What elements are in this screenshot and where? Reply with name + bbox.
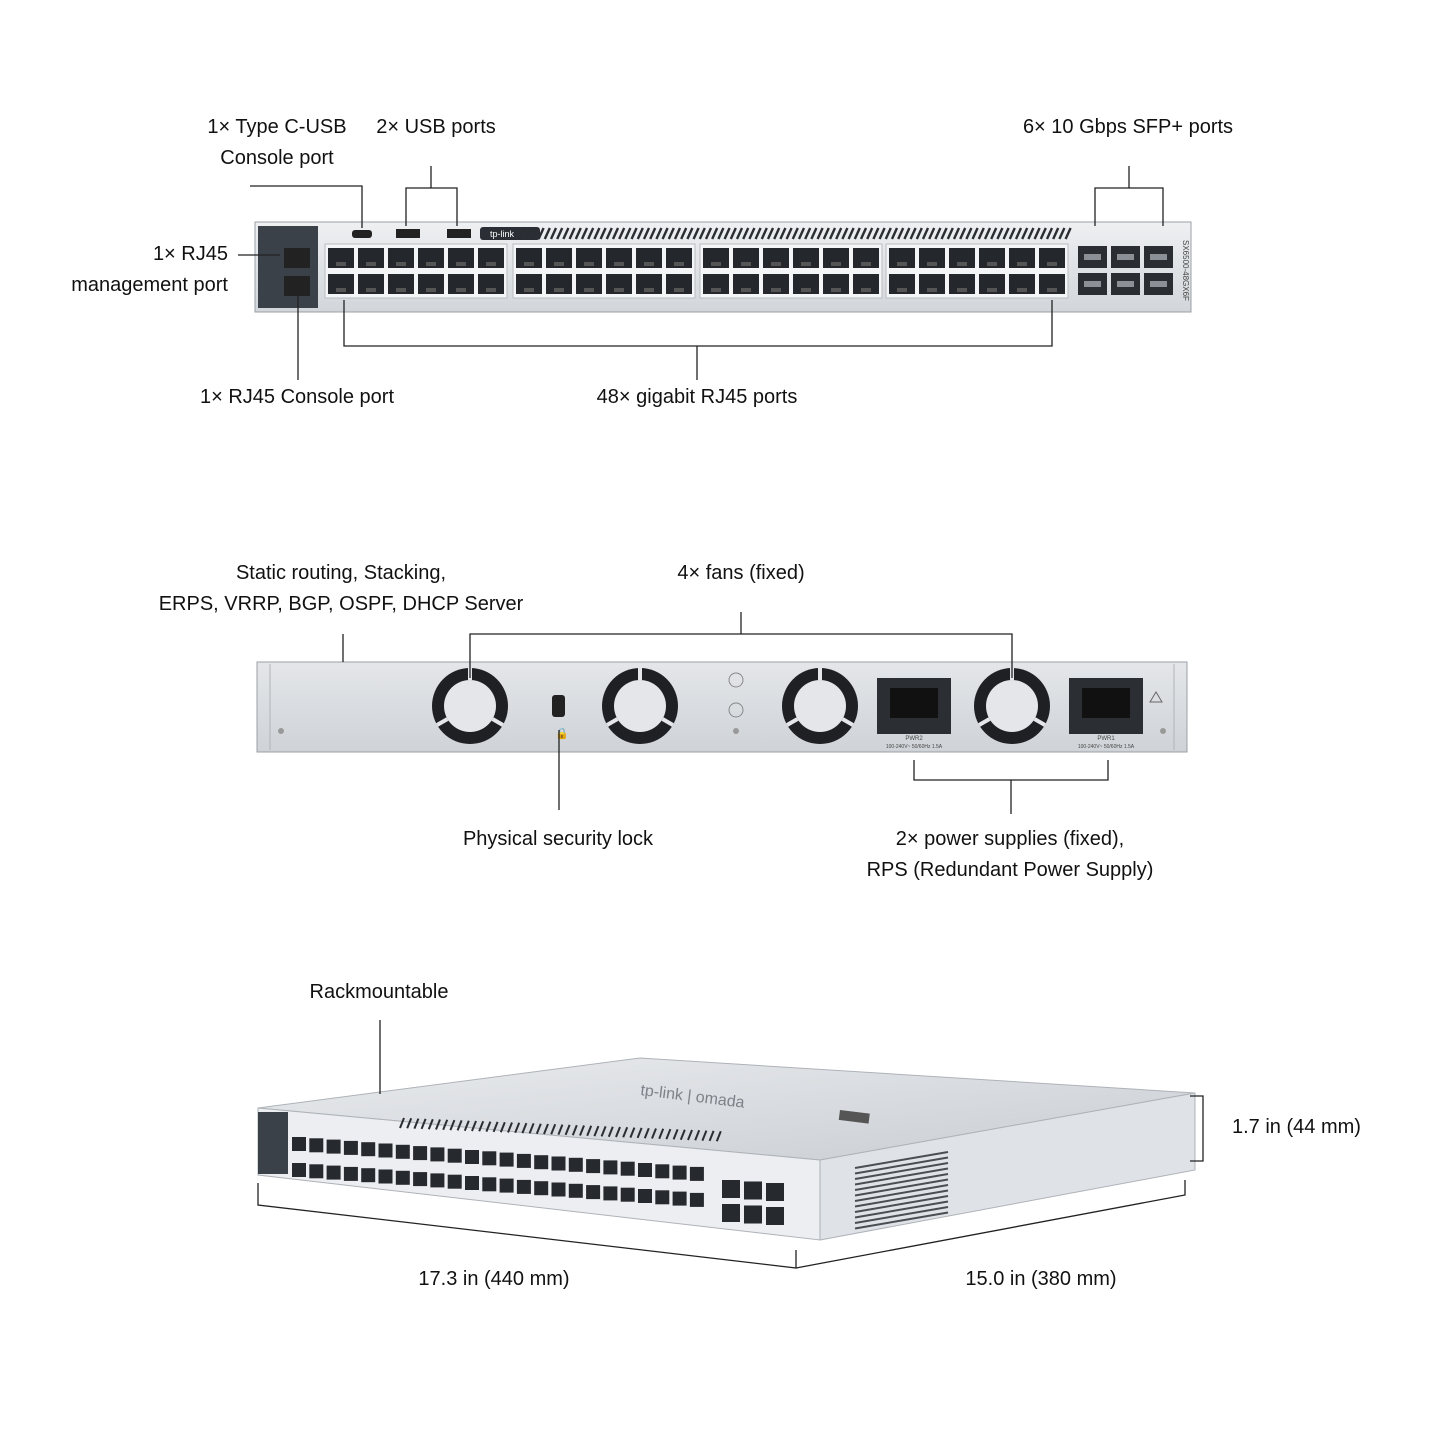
sfp-port-grid [1078, 246, 1173, 295]
rear-callout-lines [342, 612, 1109, 814]
rj45-port [793, 248, 819, 268]
svg-text:PWR1: PWR1 [1097, 736, 1115, 742]
front-vents [518, 227, 1072, 240]
rj45-port [328, 274, 354, 294]
rj45-port [853, 274, 879, 294]
rj45-port [388, 274, 414, 294]
rj45-port [358, 274, 384, 294]
dimension-width: 17.3 in (440 mm) [418, 1268, 570, 1290]
rj45-port [418, 274, 444, 294]
rj45-port [328, 248, 354, 268]
fan-group [432, 668, 1050, 744]
rj45-port [919, 274, 945, 294]
rj45-port [823, 274, 849, 294]
rj45-port [763, 248, 789, 268]
rj45-port [358, 248, 384, 268]
callout-power: 2× power supplies (fixed), RPS (Redundan… [866, 828, 1154, 881]
rj45-port [636, 274, 662, 294]
rj45-port [703, 248, 729, 268]
rj45-port [823, 248, 849, 268]
rj45-port [1039, 274, 1065, 294]
rj45-port [733, 248, 759, 268]
rj45-port [733, 274, 759, 294]
warning-icon [1149, 691, 1163, 703]
rj45-port [889, 274, 915, 294]
callout-lock: Physical security lock [462, 828, 654, 850]
rj45-port [949, 248, 975, 268]
callout-type-c-console: 1× Type C-USB Console port [207, 116, 347, 169]
callout-usb-ports: 2× USB ports [376, 116, 496, 138]
callout-sfp-ports: 6× 10 Gbps SFP+ ports [1022, 116, 1234, 138]
rj45-port [478, 248, 504, 268]
type-c-console-port [352, 230, 372, 238]
rj45-port [666, 248, 692, 268]
usb-port-1 [396, 229, 420, 238]
rj45-port [979, 248, 1005, 268]
rj45-port [606, 274, 632, 294]
dimension-lines [257, 1020, 1204, 1269]
dimension-depth: 15.0 in (380 mm) [965, 1268, 1117, 1290]
rj45-port [516, 248, 542, 268]
rj45-port [763, 274, 789, 294]
callout-rj45-console: 1× RJ45 Console port [199, 386, 395, 408]
front-panel: tp-link tp-link SX6500-48GX6F [254, 221, 1192, 313]
model-text: SX6500-48GX6F [1181, 240, 1190, 301]
lock-icon: 🔒 [555, 727, 569, 740]
ground-icon [728, 672, 744, 688]
rj45-port-grid [324, 243, 1069, 299]
svg-text:100-240V~ 50/60Hz 1.5A: 100-240V~ 50/60Hz 1.5A [886, 744, 943, 750]
callout-rackmountable: Rackmountable [309, 981, 449, 1003]
rj45-port [703, 274, 729, 294]
rj45-port [666, 274, 692, 294]
rj45-port [448, 274, 474, 294]
rj45-management-port [284, 248, 310, 268]
rj45-port [546, 248, 572, 268]
rj45-port [979, 274, 1005, 294]
rj45-port [606, 248, 632, 268]
rj45-port [576, 248, 602, 268]
rj45-port [636, 248, 662, 268]
rj45-port [448, 248, 474, 268]
rj45-port [793, 274, 819, 294]
callout-gigabit-ports: 48× gigabit RJ45 ports [596, 386, 798, 408]
front-callout-lines [238, 166, 1164, 380]
callout-rj45-management: 1× RJ45 management port [71, 243, 228, 296]
rj45-port [1009, 248, 1035, 268]
usb-port-2 [447, 229, 471, 238]
rj45-port [478, 274, 504, 294]
callout-features: Static routing, Stacking, ERPS, VRRP, BG… [158, 562, 524, 615]
rj45-port [546, 274, 572, 294]
rj45-port [889, 248, 915, 268]
rj45-port [919, 248, 945, 268]
callout-fans: 4× fans (fixed) [677, 562, 805, 584]
rj45-port [1039, 248, 1065, 268]
rj45-port [388, 248, 414, 268]
rear-panel: 🔒 PWR2 100-240V~ 50/60Hz 1.5A PWR1 100-2… [256, 661, 1188, 753]
dimension-height: 1.7 in (44 mm) [1232, 1116, 1361, 1138]
rj45-port [576, 274, 602, 294]
front-brand-logo: tp-link [490, 229, 515, 239]
rj45-port [1009, 274, 1035, 294]
rj45-console-port [284, 276, 310, 296]
rj45-port [516, 274, 542, 294]
rj45-port [418, 248, 444, 268]
svg-text:PWR2: PWR2 [905, 736, 923, 742]
rj45-port [853, 248, 879, 268]
isometric-switch: tp-link | omada [257, 1057, 1196, 1241]
svg-text:100-240V~ 50/60Hz 1.5A: 100-240V~ 50/60Hz 1.5A [1078, 744, 1135, 750]
rj45-port [949, 274, 975, 294]
security-lock-slot [552, 695, 565, 717]
